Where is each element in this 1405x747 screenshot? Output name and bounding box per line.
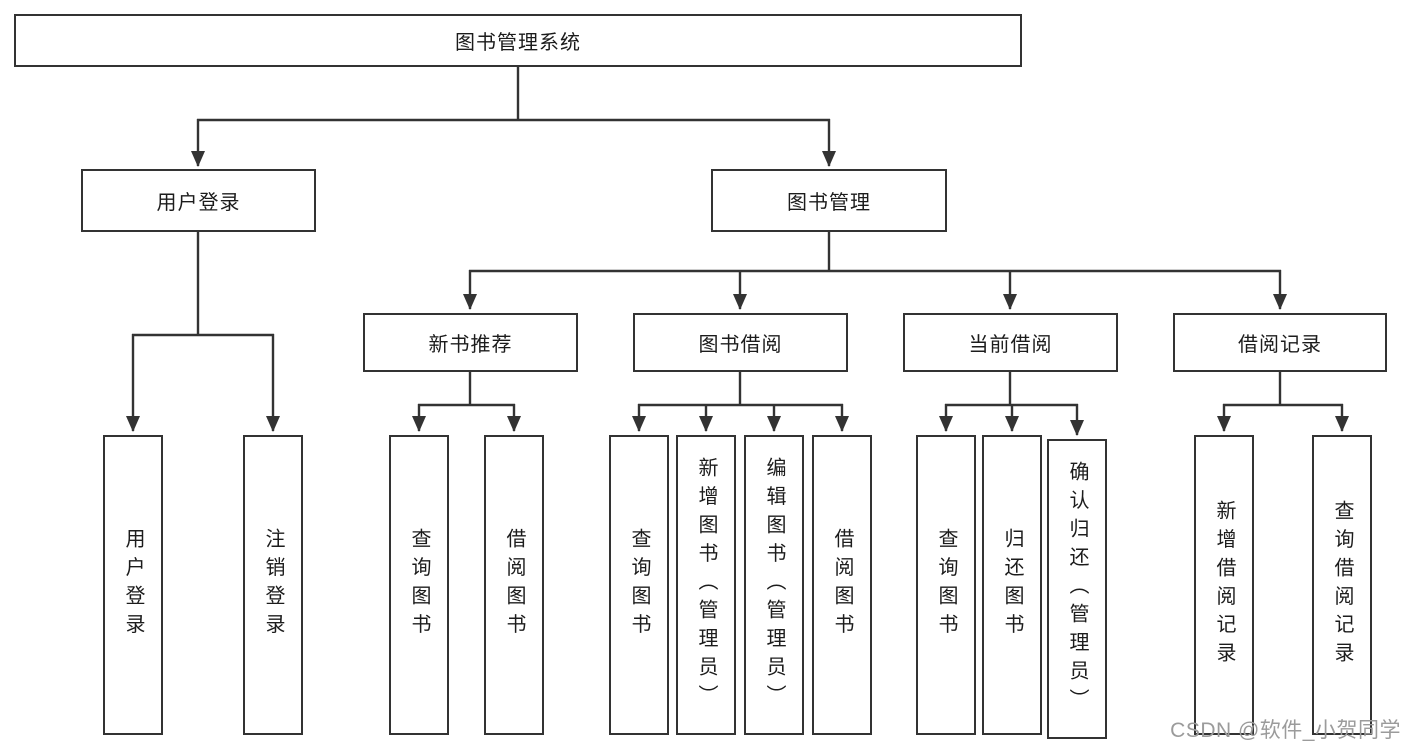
node-label: 图书管理: [787, 192, 871, 214]
edge-borrowing-to-leaves: [632, 372, 849, 432]
node-label: 查询图书: [628, 528, 650, 642]
edge-current-to-leaves: [939, 372, 1084, 436]
node-leaf-add-books-admin: 新增图书（管理员）: [676, 435, 736, 735]
node-leaf-logout: 注销登录: [243, 435, 303, 735]
node-label: 借阅图书: [503, 528, 525, 642]
node-leaf-query-books-current: 查询图书: [916, 435, 976, 735]
node-label: 新书推荐: [428, 334, 513, 356]
node-leaf-borrow-books-recommend: 借阅图书: [484, 435, 544, 735]
node-new-book-recommendation: 新书推荐: [363, 313, 578, 372]
node-label: 当前借阅: [968, 334, 1053, 356]
node-borrowing-records: 借阅记录: [1173, 313, 1387, 372]
node-label: 确认归还（管理员）: [1066, 461, 1088, 717]
node-label: 归还图书: [1001, 528, 1023, 642]
node-current-borrowing: 当前借阅: [903, 313, 1118, 372]
node-label: 查询图书: [408, 528, 430, 642]
node-leaf-query-books-recommend: 查询图书: [389, 435, 449, 735]
edge-newbook-to-leaves: [412, 372, 521, 432]
node-label: 用户登录: [156, 192, 241, 214]
node-label: 用户登录: [122, 528, 144, 642]
node-label: 编辑图书（管理员）: [763, 457, 785, 713]
node-leaf-user-login: 用户登录: [103, 435, 163, 735]
edge-records-to-leaves: [1217, 372, 1349, 432]
node-leaf-query-books-borrowing: 查询图书: [609, 435, 669, 735]
node-leaf-return-books: 归还图书: [982, 435, 1042, 735]
node-label: 图书借阅: [698, 334, 783, 356]
node-leaf-add-borrow-record: 新增借阅记录: [1194, 435, 1254, 735]
edge-root-to-level2: [191, 67, 836, 167]
node-book-management: 图书管理: [711, 169, 947, 232]
node-label: 注销登录: [262, 528, 284, 642]
node-leaf-edit-books-admin: 编辑图书（管理员）: [744, 435, 804, 735]
node-root: 图书管理系统: [14, 14, 1022, 67]
node-user-login: 用户登录: [81, 169, 316, 232]
csdn-watermark: CSDN @软件_小贺同学: [1170, 719, 1401, 742]
node-book-borrowing: 图书借阅: [633, 313, 848, 372]
node-label: 新增图书（管理员）: [695, 457, 717, 713]
node-label: 借阅图书: [831, 528, 853, 642]
node-leaf-confirm-return-admin: 确认归还（管理员）: [1047, 439, 1107, 739]
node-label: 借阅记录: [1238, 334, 1322, 356]
node-leaf-query-borrow-record: 查询借阅记录: [1312, 435, 1372, 735]
edge-login-to-leaves: [126, 232, 280, 432]
node-label: 查询图书: [935, 528, 957, 642]
node-label: 新增借阅记录: [1213, 499, 1235, 671]
edge-mgmt-to-level3: [463, 232, 1287, 310]
node-label: 图书管理系统: [455, 32, 581, 54]
node-leaf-borrow-books: 借阅图书: [812, 435, 872, 735]
node-label: 查询借阅记录: [1331, 499, 1353, 671]
